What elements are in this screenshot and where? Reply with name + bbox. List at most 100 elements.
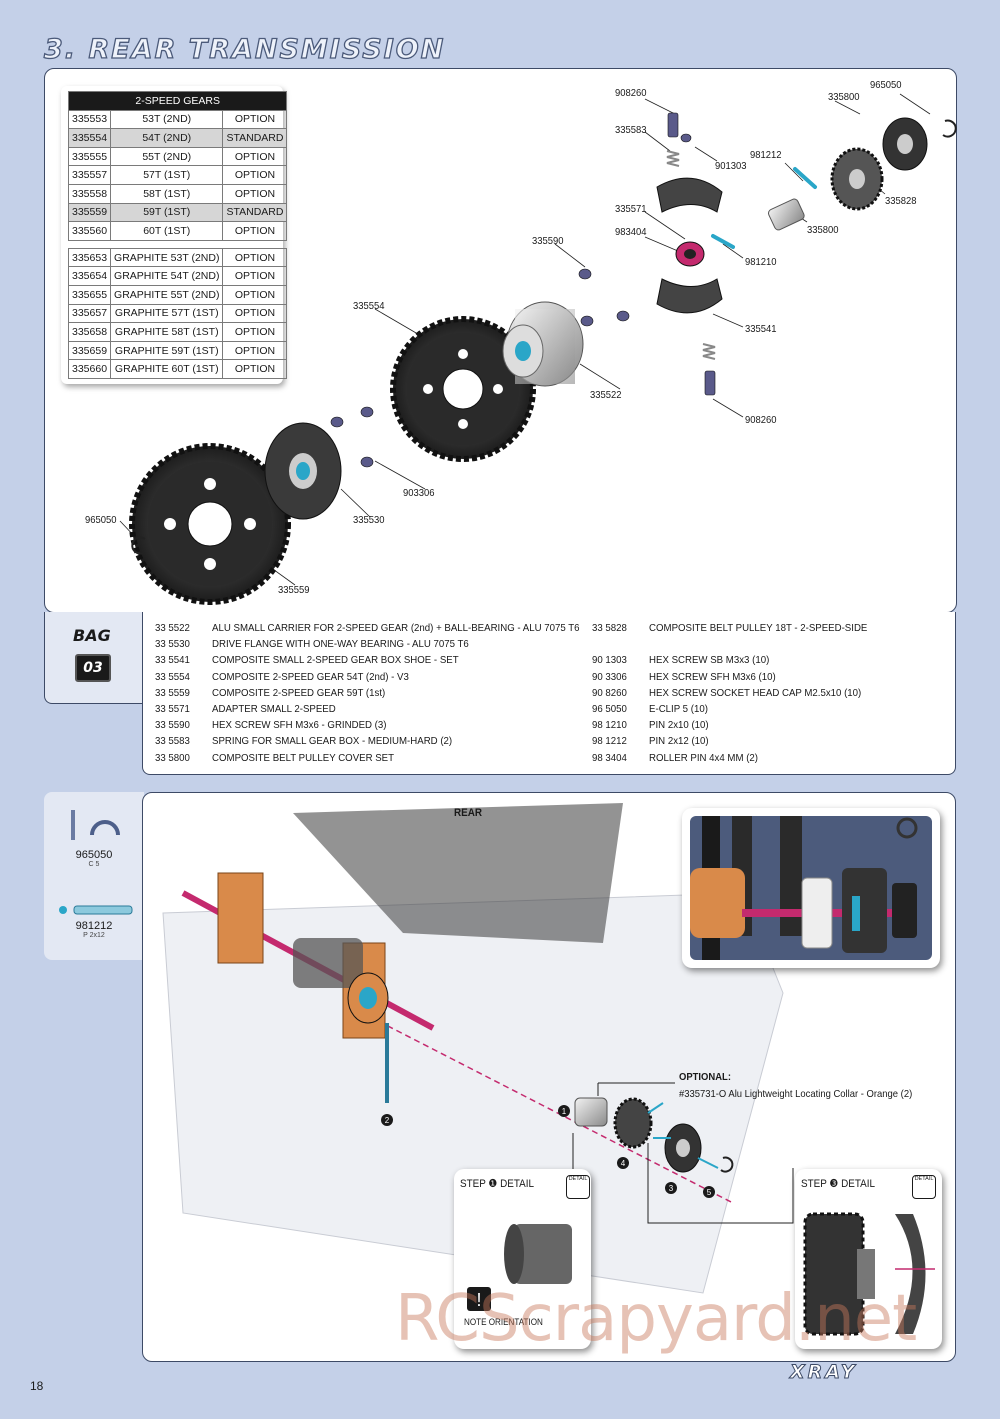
part-description: COMPOSITE BELT PULLEY COVER SET <box>212 751 395 764</box>
gear-table-desc: 57T (1ST) <box>110 165 224 185</box>
hardware-legend: 965050 C 5 981212 P 2x12 <box>44 792 144 960</box>
callout-335800: 335800 <box>828 91 860 103</box>
gear-table-status: OPTION <box>222 340 288 361</box>
gear-table-desc: GRAPHITE 58T (1ST) <box>110 322 224 342</box>
step-marker-5: 5 <box>707 1188 712 1197</box>
adapter-icon <box>675 241 705 267</box>
gear-table-status: OPTION <box>222 247 288 268</box>
gear-table-code: 335654 <box>67 266 112 286</box>
part-code: 98 1210 <box>592 719 627 732</box>
callout-965050-b: 965050 <box>85 514 117 526</box>
callout-335800-b: 335800 <box>807 224 839 236</box>
gear-table-code: 335560 <box>67 221 112 241</box>
parts-list-row: 96 5050 E-CLIP 5 (10) <box>592 701 867 717</box>
part-description: HEX SCREW SB M3x3 (10) <box>649 654 770 667</box>
step-3-detail-box: STEP ❸ DETAIL DETAIL <box>795 1169 942 1349</box>
callout-335590: 335590 <box>532 235 564 247</box>
gear-table-desc: GRAPHITE 60T (1ST) <box>110 359 224 379</box>
part-description: COMPOSITE 2-SPEED GEAR 59T (1st) <box>212 686 386 699</box>
e-clip-top-icon <box>942 119 957 138</box>
gear-table-code: 335554 <box>67 128 112 148</box>
gear-table-desc: 60T (1ST) <box>110 221 224 241</box>
callout-335530: 335530 <box>353 514 385 526</box>
collar-detail-drawing: ! <box>467 1224 572 1311</box>
spring-top-icon <box>666 150 680 167</box>
part-description: COMPOSITE BELT PULLEY 18T - 2-SPEED-SIDE <box>649 622 868 635</box>
part-code: 96 5050 <box>592 703 627 716</box>
step-marker-2: 2 <box>385 1116 390 1125</box>
gear-table-status: OPTION <box>222 109 288 130</box>
part-code: 33 5530 <box>155 638 190 651</box>
inset-drawing <box>690 816 932 960</box>
step-marker-1: 1 <box>562 1107 567 1116</box>
part-description: E-CLIP 5 (10) <box>649 703 708 716</box>
callout-981210: 981210 <box>745 256 777 268</box>
note-orientation: NOTE ORIENTATION <box>464 1317 543 1327</box>
gear-table-code: 335653 <box>67 247 112 268</box>
part-code: 33 5554 <box>155 670 190 683</box>
parts-list-row: 33 5828 COMPOSITE BELT PULLEY 18T - 2-SPE… <box>592 620 867 636</box>
gear-table-desc: GRAPHITE 55T (2ND) <box>110 284 224 305</box>
part-description: COMPOSITE 2-SPEED GEAR 54T (2nd) - V3 <box>212 670 409 683</box>
optional-title: OPTIONAL: <box>679 1071 731 1083</box>
callout-335554: 335554 <box>353 300 385 312</box>
gear-table-code: 335659 <box>67 340 112 361</box>
parts-list-row: 33 5559 COMPOSITE 2-SPEED GEAR 59T (1st) <box>155 685 580 701</box>
part-code: 90 3306 <box>592 670 627 683</box>
gear-54t-icon <box>390 316 536 462</box>
gear-table-status: STANDARD <box>222 128 288 148</box>
hex-screw-icon <box>360 456 374 468</box>
gear-table-code: 335553 <box>67 109 112 130</box>
gear-table-desc: 59T (1ST) <box>110 202 224 223</box>
gear-table-status: OPTION <box>222 165 288 185</box>
part-code: 33 5559 <box>155 686 190 699</box>
drive-flange-icon <box>264 422 342 520</box>
page-title: 3. REAR TRANSMISSION <box>43 33 446 65</box>
gear-table-desc: GRAPHITE 54T (2ND) <box>110 266 224 286</box>
cap-screw-bottom-icon <box>704 370 716 396</box>
parts-list-row: 33 5554 COMPOSITE 2-SPEED GEAR 54T (2nd) … <box>155 669 580 685</box>
parts-list-right: 33 5828 COMPOSITE BELT PULLEY 18T - 2-SPE… <box>592 620 891 766</box>
gear-table-code: 335558 <box>67 183 112 204</box>
bag-number: 03 <box>75 654 111 682</box>
belt-pulley-icon <box>830 147 884 211</box>
view-label: REAR <box>454 807 483 819</box>
gear-table-desc: 55T (2ND) <box>110 146 224 167</box>
callout-335828: 335828 <box>885 195 917 207</box>
collar-icon <box>767 198 805 231</box>
legend-desc: C 5 <box>88 861 100 868</box>
optional-text: #335731-O Alu Lightweight Locating Colla… <box>679 1088 913 1100</box>
part-code: 98 3404 <box>592 751 627 764</box>
part-code: 33 5828 <box>592 622 627 635</box>
cap-screw-top-icon <box>667 112 679 138</box>
pin-icon <box>59 905 133 915</box>
part-code: 33 5590 <box>155 719 190 732</box>
callout-908260-b: 908260 <box>745 414 777 426</box>
part-code: 33 5583 <box>155 735 190 748</box>
part-code: 98 1212 <box>592 735 627 748</box>
assembly-panel: 2 1 3 4 5 REAR OPTIONAL: #335731-O Alu L… <box>142 792 956 1362</box>
assembly-drawing: 2 1 3 4 5 <box>162 803 794 1294</box>
part-description: HEX SCREW SOCKET HEAD CAP M2.5x10 (10) <box>649 686 862 699</box>
hex-screw-icon <box>360 406 374 418</box>
exploded-view-drawing <box>119 93 957 605</box>
set-screw-icon <box>680 133 692 143</box>
